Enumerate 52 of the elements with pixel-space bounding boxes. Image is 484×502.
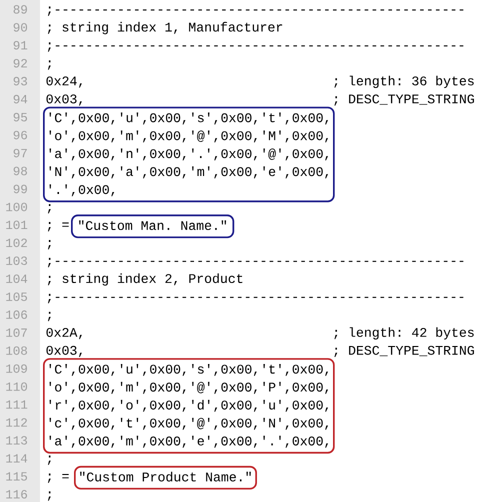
- line-number: 94: [14, 94, 28, 104]
- line-number: 107: [6, 328, 27, 337]
- line-number: 108: [6, 346, 27, 355]
- code-line: ; =: [48, 222, 69, 232]
- line-number: 115: [6, 472, 27, 481]
- line-number: 97: [14, 148, 27, 158]
- line-number: 91: [14, 41, 28, 50]
- highlight-box: 'C',0x00,'u',0x00,'s',0x00,'t',0x00, 'o',0x00,'m',0x00,'@',0x00,'P',0x00, 'r',0x00,'o',0x00,'d',0x00,'u',0x00, 'c',0x00,'t',0x00,'@',0x00,'N',0x00, 'a',0x00,'m',0x00,'e',0x00,'.',0x00,: [43, 358, 335, 454]
- code-line: ;: [48, 312, 51, 322]
- code-line: ;: [48, 204, 51, 214]
- code-line: ; string index 1, Manufacturer: [48, 22, 282, 34]
- line-number: 89: [14, 5, 27, 14]
- highlight-box: "Custom Man. Name.": [71, 214, 234, 238]
- code-line: ;----------------------------------------------------: [48, 6, 464, 16]
- code-line: ; =: [48, 474, 69, 483]
- code-line: ;: [48, 240, 51, 250]
- line-number: 116: [6, 490, 27, 499]
- comment: ; length: 42 bytes: [334, 327, 474, 340]
- code-line: ;----------------------------------------------------: [48, 294, 464, 304]
- line-number: 105: [6, 292, 27, 302]
- line-number: 106: [6, 310, 27, 319]
- comment: ; length: 36 bytes: [334, 76, 474, 88]
- line-number: 111: [6, 400, 28, 409]
- line-number: 92: [14, 59, 27, 68]
- line-number: 96: [14, 130, 27, 140]
- line-number: 98: [14, 166, 27, 176]
- code-line: ; string index 2, Product: [48, 273, 242, 286]
- line-number: 95: [14, 112, 27, 122]
- line-number: 101: [6, 220, 28, 230]
- line-number: 93: [14, 76, 27, 86]
- line-number: 90: [14, 23, 28, 32]
- comment: ; DESC_TYPE_STRING: [334, 346, 474, 358]
- code-line: 0x24,: [46, 76, 82, 88]
- line-number: 99: [14, 184, 27, 194]
- line-number: 100: [6, 202, 28, 212]
- code-line: ;----------------------------------------------------: [48, 42, 464, 52]
- code-line: ;----------------------------------------------------: [48, 258, 464, 268]
- line-number: 104: [6, 274, 28, 284]
- comment: ; DESC_TYPE_STRING: [334, 94, 474, 106]
- highlight-box: 'C',0x00,'u',0x00,'s',0x00,'t',0x00, 'o',0x00,'m',0x00,'@',0x00,'M',0x00, 'a',0x00,'n',0x00,'.',0x00,'@',0x00, 'N',0x00,'a',0x00,'m',0x00,'e',0x00, '.',0x00,: [43, 106, 335, 202]
- line-number: 109: [6, 364, 27, 373]
- line-number: 113: [6, 436, 27, 445]
- highlight-box: "Custom Product Name.": [74, 466, 257, 490]
- code-line: 0x2A,: [46, 328, 82, 340]
- line-number: 110: [6, 382, 28, 391]
- code-line: ;: [48, 456, 51, 465]
- code-line: ;: [48, 491, 51, 501]
- line-number: 103: [6, 256, 27, 266]
- line-number: 102: [6, 238, 27, 248]
- code-line: ;: [48, 60, 51, 70]
- line-number: 114: [6, 454, 28, 462]
- line-number: 112: [6, 418, 27, 427]
